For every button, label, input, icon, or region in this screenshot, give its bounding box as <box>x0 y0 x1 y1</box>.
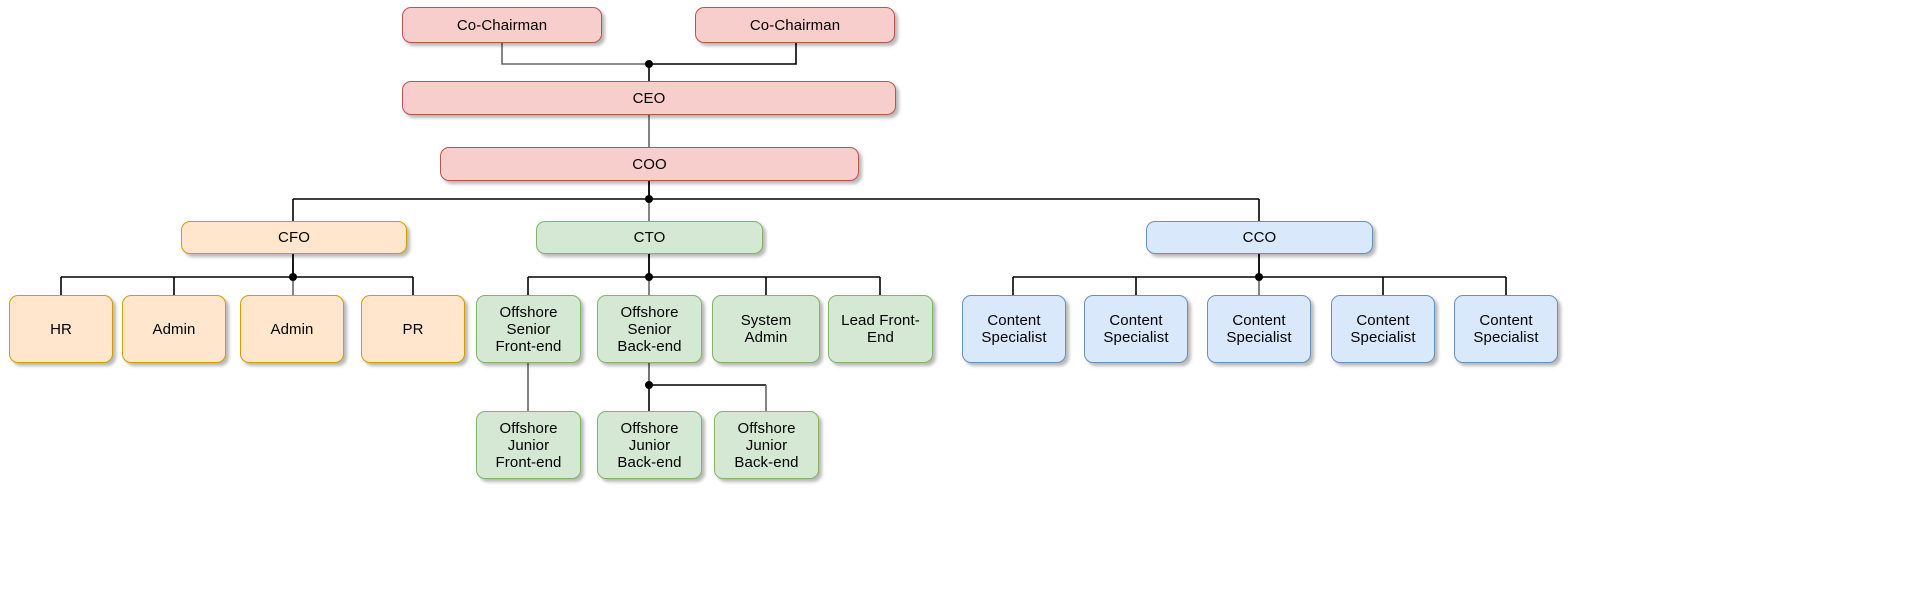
org-node-pr[interactable]: PR <box>361 295 465 363</box>
org-node-label-coo: COO <box>632 155 667 173</box>
org-node-label-offshore-sr-fe: Offshore Senior Front-end <box>495 303 562 355</box>
org-node-label-content-1: Content Specialist <box>981 312 1047 346</box>
org-node-content-5[interactable]: Content Specialist <box>1454 295 1558 363</box>
org-node-label-cto: CTO <box>633 229 666 246</box>
org-node-label-cochair-left: Co-Chairman <box>456 16 548 34</box>
junction-srbe-dot <box>645 381 653 389</box>
org-node-cochair-left[interactable]: Co-Chairman <box>402 7 602 43</box>
org-node-label-content-3: Content Specialist <box>1226 312 1292 346</box>
org-node-lead-fe[interactable]: Lead Front-End <box>828 295 933 363</box>
org-node-ceo[interactable]: CEO <box>402 81 896 115</box>
junction-ceo-dot <box>645 60 653 68</box>
org-node-content-3[interactable]: Content Specialist <box>1207 295 1311 363</box>
org-node-label-ceo: CEO <box>632 89 666 107</box>
org-node-admin-1[interactable]: Admin <box>122 295 226 363</box>
org-node-content-2[interactable]: Content Specialist <box>1084 295 1188 363</box>
org-node-content-1[interactable]: Content Specialist <box>962 295 1066 363</box>
org-node-cto[interactable]: CTO <box>536 221 763 254</box>
org-node-label-system-admin: System Admin <box>740 312 792 346</box>
org-node-offshore-jr-be2[interactable]: Offshore Junior Back-end <box>714 411 819 479</box>
junction-cfo-dot <box>289 273 297 281</box>
org-node-label-cfo: CFO <box>278 229 310 246</box>
org-node-label-lead-fe: Lead Front-End <box>841 312 920 346</box>
org-node-label-admin-2: Admin <box>270 320 314 338</box>
org-node-offshore-jr-be1[interactable]: Offshore Junior Back-end <box>597 411 702 479</box>
org-node-label-cco: CCO <box>1242 229 1277 246</box>
org-node-label-hr: HR <box>50 320 72 338</box>
junction-coo-dot <box>645 195 653 203</box>
org-node-admin-2[interactable]: Admin <box>240 295 344 363</box>
org-node-content-4[interactable]: Content Specialist <box>1331 295 1435 363</box>
junction-cto-dot <box>645 273 653 281</box>
org-node-offshore-jr-fe[interactable]: Offshore Junior Front-end <box>476 411 581 479</box>
org-node-label-content-4: Content Specialist <box>1350 312 1416 346</box>
junction-cco-dot <box>1255 273 1263 281</box>
org-node-label-offshore-jr-be1: Offshore Junior Back-end <box>617 419 682 471</box>
org-node-label-offshore-jr-fe: Offshore Junior Front-end <box>495 419 562 471</box>
org-node-coo[interactable]: COO <box>440 147 859 181</box>
org-node-cco[interactable]: CCO <box>1146 221 1373 254</box>
org-node-label-offshore-sr-be: Offshore Senior Back-end <box>617 303 682 355</box>
org-node-label-offshore-jr-be2: Offshore Junior Back-end <box>734 419 799 471</box>
org-node-label-admin-1: Admin <box>152 320 196 338</box>
connector-cochair-left-to-ceo <box>501 43 649 65</box>
connector-cochair-right-to-ceo <box>649 43 797 65</box>
org-node-offshore-sr-be[interactable]: Offshore Senior Back-end <box>597 295 702 363</box>
org-node-label-pr: PR <box>402 320 424 338</box>
org-node-label-content-2: Content Specialist <box>1103 312 1169 346</box>
org-node-label-cochair-right: Co-Chairman <box>749 16 841 34</box>
org-node-offshore-sr-fe[interactable]: Offshore Senior Front-end <box>476 295 581 363</box>
org-node-hr[interactable]: HR <box>9 295 113 363</box>
org-node-cfo[interactable]: CFO <box>181 221 407 254</box>
org-node-cochair-right[interactable]: Co-Chairman <box>695 7 895 43</box>
org-node-system-admin[interactable]: System Admin <box>712 295 820 363</box>
org-node-label-content-5: Content Specialist <box>1473 312 1539 346</box>
